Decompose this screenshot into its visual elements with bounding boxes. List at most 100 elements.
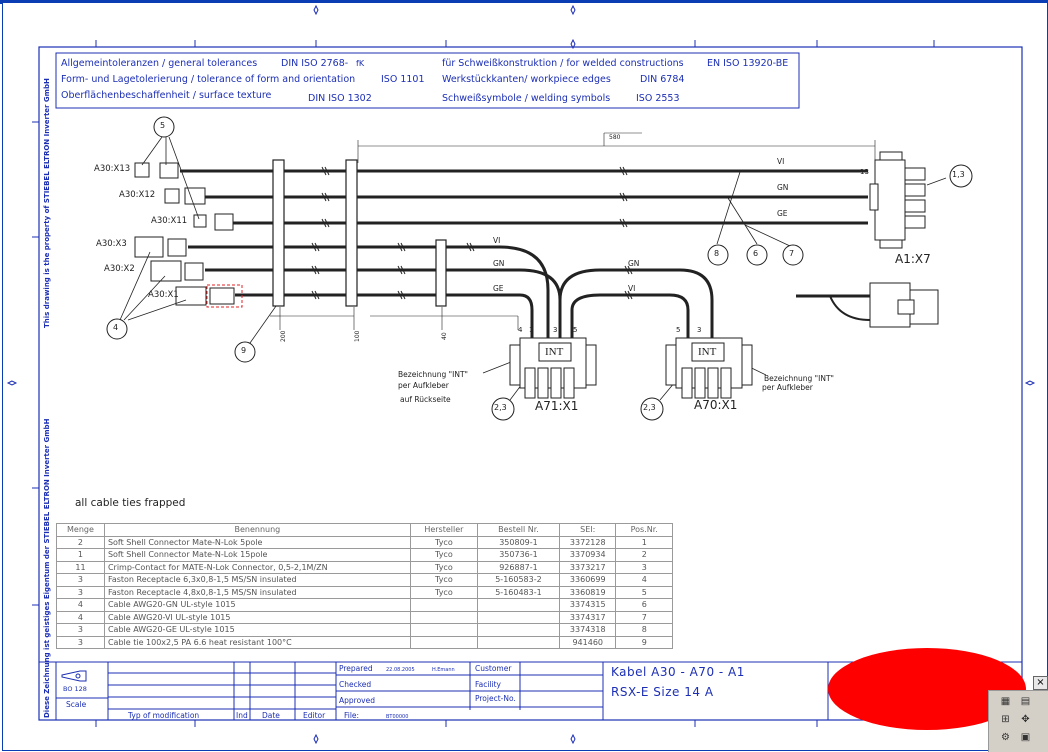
note-line: auf Rückseite [400, 395, 451, 404]
dimension-100: 100 [354, 330, 361, 342]
bom-cell [476, 623, 561, 637]
measure-icon[interactable]: ⊞ [1001, 714, 1010, 725]
project-label: Project-No. [475, 694, 516, 703]
balloon-number: 9 [241, 346, 247, 355]
balloon-number: 6 [753, 249, 759, 258]
wire-label-ge: GE [493, 284, 504, 293]
bom-cell: 2 [615, 548, 673, 562]
tol-form: Form- und Lagetolerierung / tolerance of… [61, 74, 356, 85]
bom-cell: 3370934 [558, 548, 617, 562]
bom-table: Menge Benennung Hersteller Bestell Nr. S… [56, 523, 673, 649]
bom-cell: Faston Receptacle 6,3x0,8-1,5 MS/SN insu… [103, 573, 411, 587]
bom-header-bestellnr: Bestell Nr. [476, 523, 561, 537]
wire-label-vi: VI [777, 157, 785, 166]
balloon-number: 2,3 [494, 403, 507, 412]
tol-general: Allgemeintoleranzen / general tolerances [61, 58, 258, 69]
connector-a1-label: A1:X7 [895, 252, 931, 266]
bom-header-sei: SEI: [558, 523, 617, 537]
settings-icon[interactable]: ⚙ [1001, 732, 1010, 743]
bom-cell: Crimp-Contact for MATE-N-Lok Connector, … [103, 560, 411, 574]
connector-label: A30:X11 [151, 216, 188, 226]
bom-cell: 3 [56, 573, 105, 587]
pin-number: 3 [553, 326, 558, 334]
pin-number: 1 [529, 326, 534, 334]
bom-cell: 350736-1 [476, 548, 561, 562]
bom-cell: 3360819 [558, 585, 617, 599]
bom-cell: 926887-1 [476, 560, 561, 574]
approved-label: Approved [339, 696, 375, 705]
bom-cell: 11 [56, 560, 105, 574]
facility-label: Facility [475, 680, 501, 689]
date-label: Date [262, 711, 280, 720]
tol-welded-std: EN ISO 13920-BE [707, 58, 789, 69]
drawing-title: Kabel A30 - A70 - A1 [611, 665, 745, 679]
pin-number: 5 [676, 326, 681, 334]
bom-cell: 3374318 [558, 623, 617, 637]
bom-cell: 4 [56, 598, 105, 612]
note-line: Bezeichnung "INT" [398, 370, 468, 379]
tol-edges: Werkstückkanten/ workpiece edges [442, 74, 611, 85]
bom-cell: Soft Shell Connector Mate-N-Lok 5pole [103, 535, 411, 549]
bom-cell: Soft Shell Connector Mate-N-Lok 15pole [103, 548, 411, 562]
tol-form-std: ISO 1101 [381, 74, 425, 85]
grid-icon[interactable]: ▦ [1000, 696, 1011, 707]
balloon-number: 8 [714, 249, 720, 258]
wire-label-gn: GN [493, 259, 505, 268]
bom-header-posnr: Pos.Nr. [615, 523, 673, 537]
bom-cell: Cable tie 100x2,5 PA 6.6 heat resistant … [103, 635, 411, 649]
balloon-number: 4 [113, 323, 119, 332]
move-icon[interactable]: ✥ [1021, 714, 1030, 725]
tol-surface: Oberflächenbeschaffenheit / surface text… [61, 90, 272, 101]
bom-header-row: Menge Benennung Hersteller Bestell Nr. S… [56, 523, 673, 537]
pin-number: 3 [697, 326, 702, 334]
bom-cell: 8 [615, 623, 673, 637]
layers-icon[interactable]: ▤ [1020, 696, 1031, 707]
file-label: File: [344, 711, 360, 720]
tol-symbols-std: ISO 2553 [636, 93, 680, 104]
connector-label: A30:X13 [94, 164, 131, 174]
bom-cell: Tyco [409, 535, 478, 549]
balloon-number: 7 [789, 249, 795, 258]
tol-general-class: fK [356, 59, 365, 68]
bom-cell: 7 [615, 610, 673, 624]
print-icon[interactable]: ▣ [1020, 732, 1031, 743]
tol-surface-std: DIN ISO 1302 [308, 93, 372, 104]
bom-cell [476, 635, 561, 649]
checked-label: Checked [339, 680, 372, 689]
side-note-top: This drawing is the property of STIEBEL … [43, 78, 51, 328]
file-value: BT00000 [386, 714, 409, 720]
customer-label: Customer [475, 664, 512, 673]
bom-cell: 3 [56, 635, 105, 649]
bom-cell: 4 [56, 610, 105, 624]
wire-label-vi: VI [493, 236, 501, 245]
bom-cell: 1 [615, 535, 673, 549]
bom-cell: Tyco [409, 548, 478, 562]
bom-cell [409, 610, 478, 624]
logo-code: BO 128 [63, 685, 87, 693]
bom-cell [476, 610, 561, 624]
bom-cell [409, 635, 478, 649]
balloon-number: 1,3 [952, 170, 965, 179]
note-line: Bezeichnung "INT" [764, 374, 834, 383]
bom-cell: 3 [56, 623, 105, 637]
drawing-subtitle: RSX-E Size 14 A [611, 685, 714, 699]
tol-welded: für Schweißkonstruktion / for welded con… [442, 58, 684, 69]
bom-cell: 3374315 [558, 598, 617, 612]
wire-label-gn: GN [628, 259, 640, 268]
tol-general-std: DIN ISO 2768- [281, 58, 349, 69]
editor-label: Editor [303, 711, 326, 720]
dimension-200: 200 [280, 330, 287, 342]
pin-number: 5 [573, 326, 578, 334]
typ-mod-label: Typ of modification [128, 711, 200, 720]
bom-cell: 3373217 [558, 560, 617, 574]
close-button[interactable]: × [1033, 676, 1048, 690]
bom-cell: Cable AWG20-VI UL-style 1015 [103, 610, 411, 624]
bom-cell: 3360699 [558, 573, 617, 587]
bom-cell: Tyco [409, 585, 478, 599]
